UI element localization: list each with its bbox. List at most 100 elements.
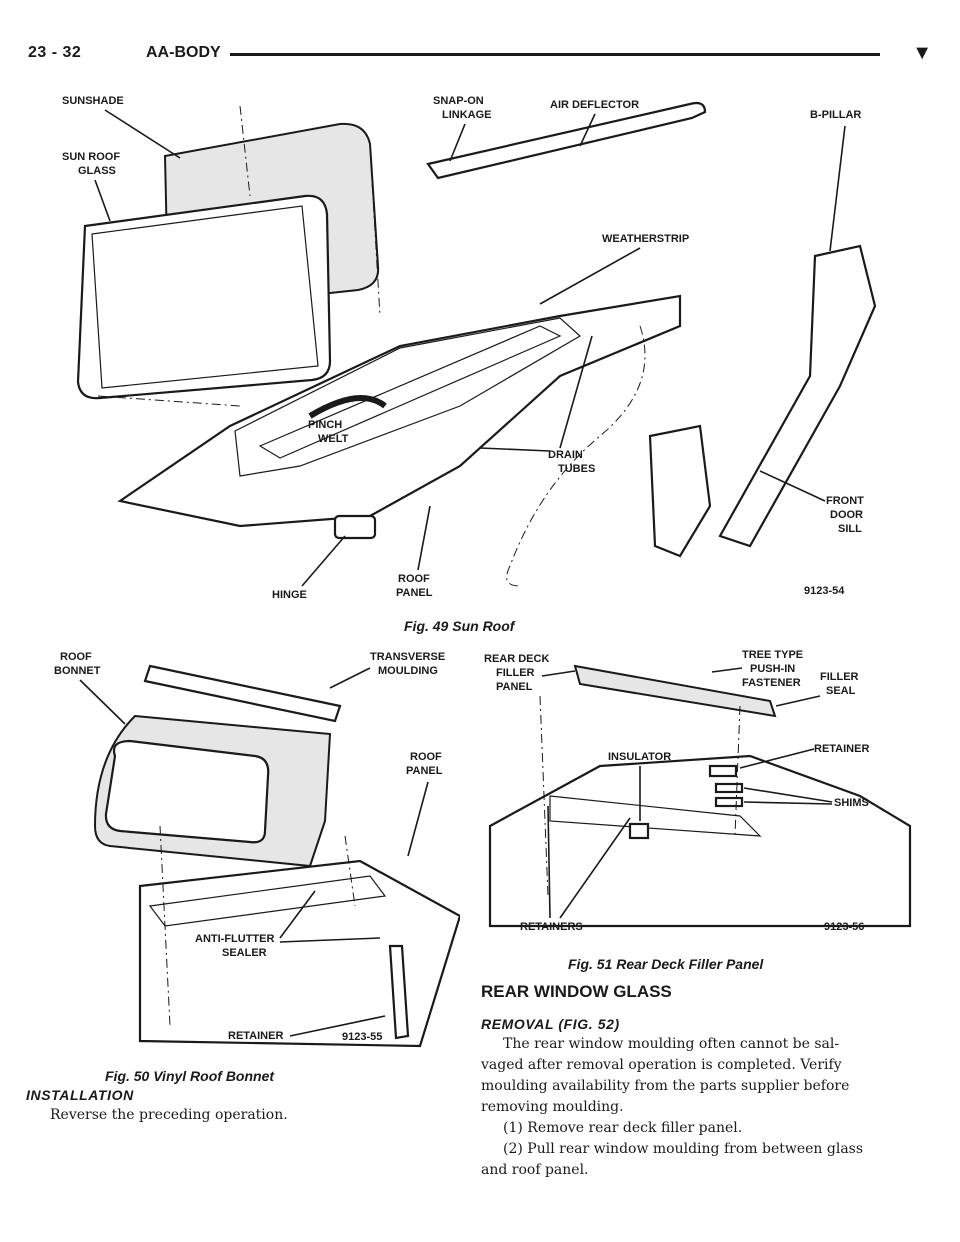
leader-drain-a [559, 335, 593, 449]
leader-roofpanel [417, 505, 431, 571]
label-shims: SHIMS [834, 797, 869, 809]
label-roof-panel-2: PANEL [396, 587, 433, 599]
label-hinge: HINGE [272, 589, 307, 601]
b-pillar-shape [718, 244, 877, 548]
label-anti-flutter-1: ANTI-FLUTTER [195, 933, 274, 945]
figure-code: 9123-54 [804, 585, 845, 597]
label-drain-1: DRAIN [548, 449, 583, 461]
label-roof-bonnet-2: BONNET [54, 665, 101, 677]
leader-tree [711, 667, 743, 673]
installation-text: Reverse the preceding operation. [50, 1105, 450, 1126]
label-roof-panel-50-1: ROOF [410, 751, 442, 763]
leader-deflector [579, 113, 596, 147]
curve-dash [506, 325, 646, 587]
removal-line-2: vaged after removal operation is complet… [481, 1057, 842, 1073]
air-deflector-shape [426, 101, 707, 180]
figure-51-rear-deck-filler: REAR DECK FILLER PANEL TREE TYPE PUSH-IN… [480, 646, 920, 946]
label-filler-seal-1: FILLER [820, 671, 859, 683]
label-rear-deck-2: FILLER [496, 667, 535, 679]
vinyl-roof-illustration: ROOF BONNET TRANSVERSE MOULDING ROOF PAN… [54, 651, 460, 1048]
label-transverse-1: TRANSVERSE [370, 651, 445, 663]
label-insulator: INSULATOR [608, 751, 671, 763]
label-pinch-1: PINCH [308, 419, 342, 431]
body-shape [488, 754, 912, 928]
label-weatherstrip: WEATHERSTRIP [602, 233, 689, 245]
label-roof-panel-50-2: PANEL [406, 765, 443, 777]
leader-antiflutter-b [279, 937, 381, 943]
sunroof-glass-shape [76, 194, 332, 400]
leader-retainer-50 [289, 1015, 386, 1037]
transverse-moulding-shape [143, 664, 342, 723]
page-number: 23 - 32 [28, 44, 82, 61]
label-tree-1: TREE TYPE [742, 649, 803, 661]
insulator-shape [628, 822, 650, 840]
leader-retainer-51 [739, 748, 815, 769]
figure-code-51: 9123-56 [824, 921, 864, 933]
figure-49-sun-roof: SUNSHADE SUN ROOF GLASS SNAP-ON LINKAGE … [40, 86, 920, 616]
removal-step-1: (1) Remove rear deck filler panel. [503, 1120, 743, 1136]
rear-window-opening [104, 739, 270, 844]
page-header: 23 - 32 AA-BODY ▼ [28, 42, 932, 74]
pinch-welt-shape [308, 395, 387, 419]
removal-heading: REMOVAL (FIG. 52) [481, 1016, 620, 1032]
sun-roof-illustration: SUNSHADE SUN ROOF GLASS SNAP-ON LINKAGE … [62, 95, 877, 601]
leader-shims-a [743, 787, 833, 803]
label-sunroof-glass-1: SUN ROOF [62, 151, 120, 163]
hinge-shape [333, 514, 377, 540]
removal-line-1: The rear window moulding often cannot be… [503, 1036, 840, 1052]
label-snapon-2: LINKAGE [442, 109, 492, 121]
leader-roofpanel-50 [407, 781, 429, 857]
label-drain-2: TUBES [558, 463, 595, 475]
leader-drain-b [479, 447, 551, 452]
leader-retainers-a [547, 805, 551, 919]
label-transverse-2: MOULDING [378, 665, 438, 677]
label-b-pillar: B-PILLAR [810, 109, 861, 121]
label-snapon-1: SNAP-ON [433, 95, 484, 107]
roof-panel-shape-50 [138, 859, 460, 1048]
front-door-sill-shape [648, 424, 712, 558]
figure-50-caption: Fig. 50 Vinyl Roof Bonnet [105, 1068, 275, 1084]
label-rear-deck-1: REAR DECK [484, 653, 549, 665]
glass-inner-edge [91, 205, 319, 389]
leader-bpillar [829, 125, 846, 252]
rear-deck-illustration: REAR DECK FILLER PANEL TREE TYPE PUSH-IN… [484, 649, 912, 933]
leader-fillerseal [775, 695, 821, 707]
leader-snapon [449, 123, 466, 162]
label-front-door-3: SILL [838, 523, 862, 535]
label-retainer-50: RETAINER [228, 1030, 283, 1042]
label-retainer-51: RETAINER [814, 743, 869, 755]
figure-code-50: 9123-55 [342, 1031, 382, 1043]
figure-51-caption: Fig. 51 Rear Deck Filler Panel [568, 956, 764, 972]
label-roof-bonnet-1: ROOF [60, 651, 92, 663]
weatherstrip-shape [258, 325, 562, 459]
label-tree-2: PUSH-IN [750, 663, 795, 675]
leader-sunshade [104, 109, 181, 159]
side-retainer [388, 944, 410, 1040]
label-rear-deck-3: PANEL [496, 681, 533, 693]
shim-shape-2 [714, 796, 744, 808]
leader-transverse [329, 667, 371, 689]
removal-text: The rear window moulding often cannot be… [481, 1034, 931, 1181]
filler-panel-shape [573, 664, 777, 718]
label-tree-3: FASTENER [742, 677, 801, 689]
alignment-lines [97, 105, 381, 407]
triangle-marker-icon: ▼ [912, 42, 932, 64]
anti-flutter-strip [148, 875, 387, 927]
roof-panel-shape [117, 294, 682, 528]
label-air-deflector: AIR DEFLECTOR [550, 99, 639, 111]
retainer-shape [708, 764, 738, 778]
installation-paragraph: Reverse the preceding operation. [50, 1107, 288, 1123]
leader-sill [759, 470, 826, 502]
label-sunshade: SUNSHADE [62, 95, 124, 107]
leader-shims-b [743, 801, 833, 805]
bonnet-dash [159, 825, 356, 1027]
leader-antiflutter-a [279, 890, 316, 939]
label-front-door-1: FRONT [826, 495, 864, 507]
label-roof-panel-1: ROOF [398, 573, 430, 585]
deck-dash [539, 695, 741, 897]
roof-opening [234, 317, 582, 477]
leader-glass [94, 179, 111, 222]
leader-hinge [301, 535, 346, 587]
figure-49-caption: Fig. 49 Sun Roof [404, 618, 515, 634]
rear-shelf [549, 795, 762, 837]
